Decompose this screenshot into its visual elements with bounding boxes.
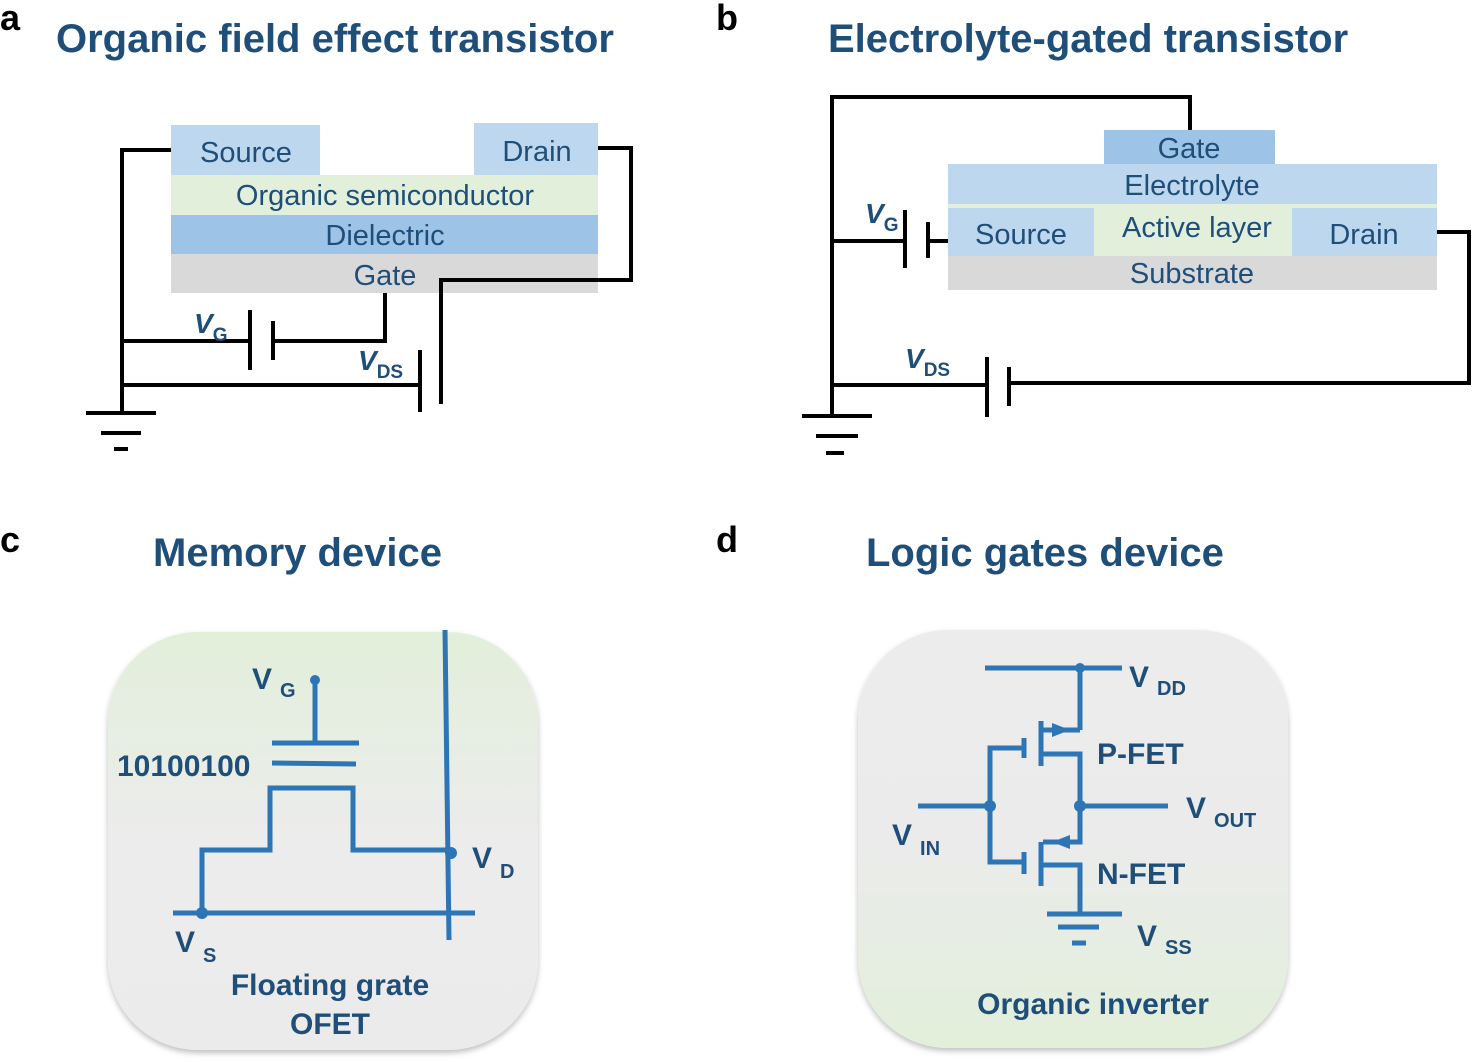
source-contact-b bbox=[948, 208, 1094, 256]
inverter-circuit bbox=[918, 665, 1168, 946]
pfet-label: P-FET bbox=[1097, 738, 1184, 771]
substrate-layer-b bbox=[948, 256, 1437, 290]
panel-c-title: Memory device bbox=[153, 531, 442, 575]
gate-label-a: Gate bbox=[354, 260, 417, 292]
gate-electrode-b bbox=[1104, 130, 1275, 164]
memory-circuit bbox=[173, 629, 475, 941]
vg-label-a: VG bbox=[194, 308, 227, 346]
vds-battery-b bbox=[985, 357, 1011, 417]
panel-b-title: Electrolyte-gated transistor bbox=[828, 17, 1348, 61]
vg-node-c bbox=[310, 675, 320, 685]
pfet-arrow-icon bbox=[1052, 723, 1070, 737]
vg-battery-a bbox=[248, 310, 275, 370]
nfet-label: N-FET bbox=[1097, 858, 1185, 891]
panel-letter-a: a bbox=[0, 0, 21, 38]
vg-label-b: VG bbox=[865, 198, 898, 236]
vds-label-b: VDS bbox=[905, 343, 950, 381]
substrate-label-b: Substrate bbox=[1130, 258, 1254, 290]
memory-bits-label: 10100100 bbox=[117, 750, 250, 783]
panel-b: b Electrolyte-gated transistor Gate Elec… bbox=[716, 0, 1471, 455]
ground-symbol-a bbox=[86, 411, 156, 451]
panel-a: a Organic field effect transistor Source… bbox=[0, 0, 633, 451]
drain-label-a: Drain bbox=[502, 136, 571, 168]
source-label-b: Source bbox=[975, 219, 1067, 251]
inverter-caption: Organic inverter bbox=[977, 988, 1209, 1021]
dielectric-label-a: Dielectric bbox=[325, 220, 444, 252]
source-contact-a bbox=[171, 125, 320, 175]
memory-caption-line1: Floating grate bbox=[231, 969, 429, 1002]
dielectric-layer-a bbox=[171, 215, 598, 254]
ground-symbol-b bbox=[802, 414, 872, 455]
electrolyte-label-b: Electrolyte bbox=[1124, 170, 1259, 202]
vout-node bbox=[1074, 800, 1086, 812]
panel-letter-c: c bbox=[0, 519, 20, 560]
semiconductor-label-a: Organic semiconductor bbox=[236, 180, 535, 212]
panel-a-title: Organic field effect transistor bbox=[56, 17, 614, 61]
electrolyte-layer-b bbox=[948, 164, 1437, 204]
nfet-arrow-icon bbox=[1052, 835, 1070, 849]
circuit-wires-b bbox=[830, 95, 1471, 416]
vd-node-c bbox=[445, 847, 457, 859]
panel-letter-b: b bbox=[716, 0, 738, 38]
gate-layer-a bbox=[171, 254, 598, 293]
memory-device-card bbox=[108, 632, 538, 1050]
panel-d-title: Logic gates device bbox=[866, 531, 1224, 575]
drain-contact-a bbox=[474, 123, 598, 175]
semiconductor-layer-a bbox=[171, 175, 598, 215]
drain-contact-b bbox=[1292, 208, 1437, 256]
vg-battery-b bbox=[903, 210, 930, 268]
drain-label-b: Drain bbox=[1329, 219, 1398, 251]
panel-d: d Logic gates device bbox=[716, 519, 1288, 1048]
vs-node-c bbox=[196, 907, 208, 919]
logic-device-card bbox=[858, 630, 1288, 1048]
vin-node bbox=[984, 800, 996, 812]
source-label-a: Source bbox=[200, 137, 292, 169]
vds-label-a: VDS bbox=[358, 345, 403, 383]
memory-caption-line2: OFET bbox=[290, 1008, 370, 1041]
panel-letter-d: d bbox=[716, 519, 738, 560]
gate-label-b: Gate bbox=[1158, 133, 1221, 165]
circuit-wires-a bbox=[120, 146, 633, 412]
active-layer-label-b: Active layer bbox=[1122, 212, 1272, 244]
vdd-node bbox=[1075, 663, 1085, 673]
